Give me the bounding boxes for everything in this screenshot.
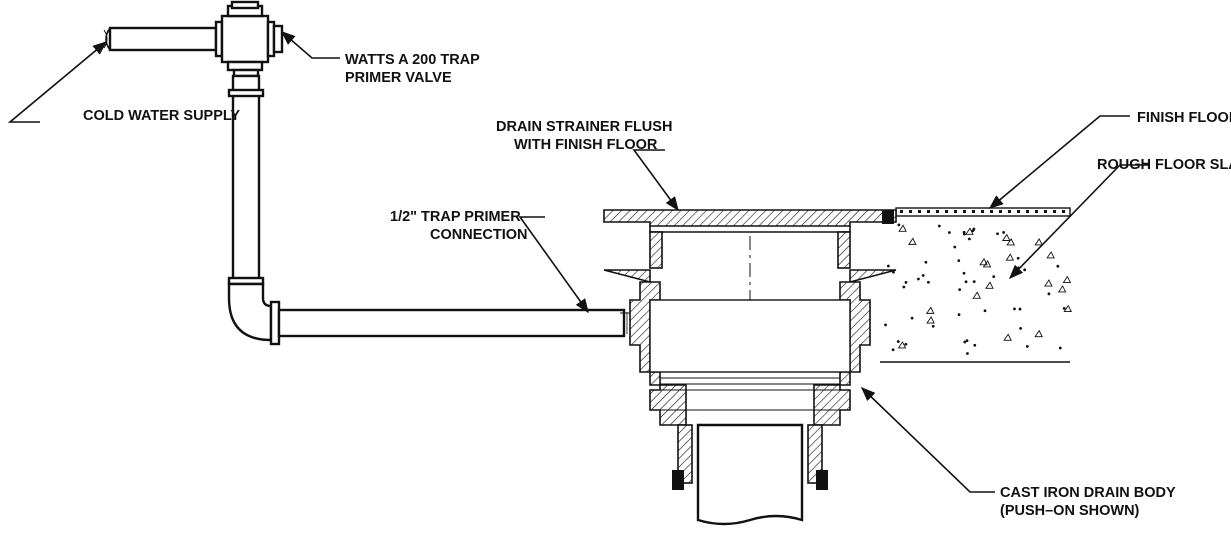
finish-floor-layer — [895, 207, 1071, 217]
label-strainer-line2: WITH FINISH FLOOR — [514, 137, 658, 153]
label-valve-line2: PRIMER VALVE — [345, 70, 452, 86]
cast-iron-drain-body — [603, 209, 897, 526]
cold-water-supply-pipe — [103, 26, 218, 52]
label-finish-floor: FINISH FLOOR — [1137, 110, 1231, 126]
label-connection-line2: CONNECTION — [430, 227, 527, 243]
label-body-line2: (PUSH–ON SHOWN) — [1000, 503, 1140, 519]
leader-lines — [7, 31, 1150, 493]
label-rough-slab: ROUGH FLOOR SLAB — [1097, 157, 1231, 173]
labels: COLD WATER SUPPLY WATTS A 200 TRAP PRIME… — [83, 52, 1231, 519]
label-cold-water-supply: COLD WATER SUPPLY — [83, 108, 240, 124]
label-strainer-line1: DRAIN STRAINER FLUSH — [496, 119, 672, 135]
pipe-elbow — [227, 282, 281, 346]
trap-primer-line — [277, 308, 650, 338]
label-connection-line1: 1/2" TRAP PRIMER — [390, 209, 521, 225]
label-valve-line1: WATTS A 200 TRAP — [345, 52, 480, 68]
label-body-line1: CAST IRON DRAIN BODY — [1000, 485, 1176, 501]
trap-primer-valve — [214, 0, 284, 78]
rough-floor-slab — [880, 216, 1072, 363]
